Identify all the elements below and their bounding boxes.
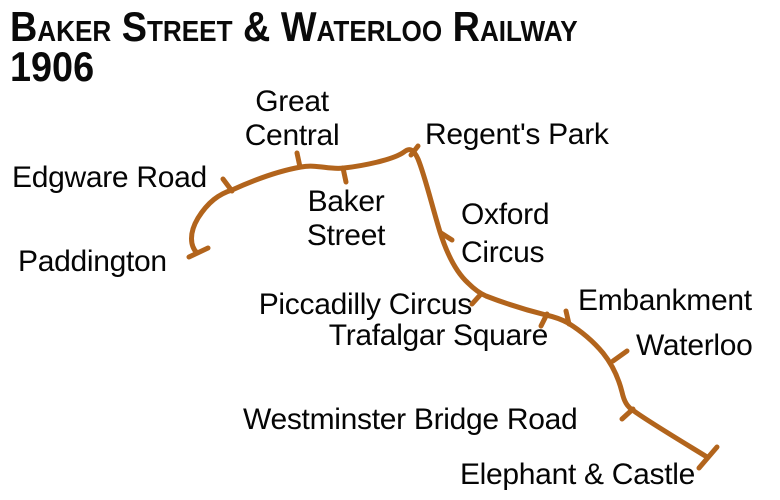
station-label-trafalgar-square: Trafalgar Square: [328, 319, 549, 352]
route-line: [189, 147, 710, 460]
station-label-embankment: Embankment: [578, 284, 752, 317]
station-label-waterloo: Waterloo: [636, 329, 753, 362]
station-tick-oxford-circus: [438, 230, 455, 243]
map-title-line1: Baker Street & Waterloo Railway: [10, 3, 578, 50]
route-line-group: [186, 143, 720, 471]
station-tick-piccadilly-circus: [469, 291, 484, 307]
station-tick-trafalgar-square: [538, 311, 550, 329]
station-label-great-central: Great Central: [244, 85, 340, 152]
station-tick-embankment: [563, 308, 572, 327]
station-tick-baker-street: [340, 165, 349, 185]
station-label-baker-street: Baker Street: [306, 185, 386, 252]
station-label-regents-park: Regent's Park: [425, 118, 609, 151]
station-label-oxford-circus: Oxford Circus: [461, 198, 550, 269]
station-label-edgware-road: Edgware Road: [12, 161, 207, 194]
map-title-year: 1906: [10, 43, 95, 90]
station-label-westminster-bridge-road: Westminster Bridge Road: [243, 403, 578, 436]
map-title: Baker Street & Waterloo Railway 1906: [10, 3, 578, 90]
terminus-bar-elephant-castle: [696, 444, 720, 471]
terminus-bar-paddington: [186, 245, 211, 260]
station-label-paddington: Paddington: [18, 245, 167, 278]
station-tick-waterloo: [610, 348, 630, 364]
station-tick-great-central: [294, 150, 303, 170]
station-label-piccadilly-circus: Piccadilly Circus: [258, 288, 473, 321]
station-tick-edgware-road: [220, 176, 235, 194]
station-tick-westminster-bridge-road: [619, 406, 636, 422]
station-tick-regents-park: [408, 143, 421, 158]
station-label-elephant-castle: Elephant & Castle: [459, 458, 695, 491]
